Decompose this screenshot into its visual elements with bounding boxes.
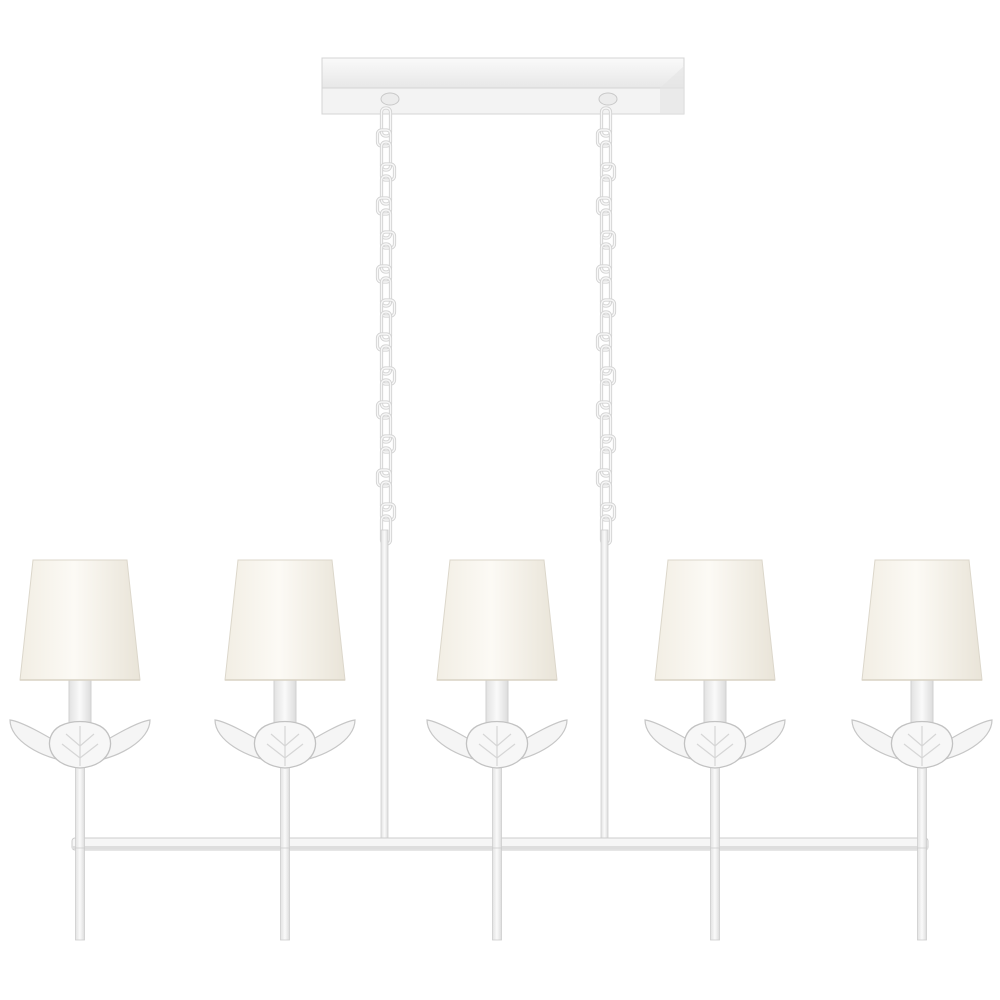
chain-link-highlight — [380, 447, 392, 477]
chain-link-highlight — [600, 413, 612, 443]
arm-stem — [75, 759, 85, 851]
lamp-shade — [19, 559, 141, 681]
chain-link-highlight — [600, 481, 612, 511]
arm-stem — [492, 759, 502, 851]
chain-link-highlight — [596, 401, 612, 419]
chain-link-highlight — [380, 277, 392, 307]
chain-link-highlight — [376, 129, 392, 147]
chain-link-highlight — [596, 333, 612, 351]
chain-link-highlight — [596, 129, 612, 147]
chain-link-highlight — [600, 379, 612, 409]
arm-leg — [280, 847, 290, 941]
chain-link-highlight — [600, 141, 612, 171]
chain-link-highlight — [376, 469, 392, 487]
chain-link-highlight — [380, 243, 392, 273]
chain-link-highlight — [600, 367, 616, 385]
chain-link-highlight — [600, 345, 612, 375]
chain-link-highlight — [596, 469, 612, 487]
leaf-veins — [266, 726, 304, 766]
leaf-veins — [478, 726, 516, 766]
chain-link-highlight — [600, 231, 616, 249]
leaf-veins — [903, 726, 941, 766]
chain-link-highlight — [380, 107, 392, 137]
chain-link-highlight — [600, 435, 616, 453]
light-arm — [644, 559, 786, 941]
arm-leg — [917, 847, 927, 941]
chain-link-highlight — [596, 265, 612, 283]
chain-link-highlight — [380, 345, 392, 375]
chain-right — [595, 106, 617, 546]
chain-link-highlight — [380, 503, 396, 521]
chain-link-highlight — [596, 197, 612, 215]
chain-link-highlight — [600, 107, 612, 137]
chain-link-highlight — [376, 197, 392, 215]
light-arm — [214, 559, 356, 941]
lamp-shade — [224, 559, 346, 681]
chain-left — [375, 106, 397, 546]
arm-stem — [917, 759, 927, 851]
chain-link-highlight — [600, 447, 612, 477]
chain-link-highlight — [600, 277, 612, 307]
light-arm — [426, 559, 568, 941]
arm-stem — [280, 759, 290, 851]
chain-link-highlight — [380, 299, 396, 317]
chain-link-highlight — [600, 175, 612, 205]
chain-link-highlight — [376, 265, 392, 283]
lamp-shade — [436, 559, 558, 681]
light-arm — [9, 559, 151, 941]
leaf-veins — [61, 726, 99, 766]
chain-link-highlight — [600, 503, 616, 521]
chain-link-highlight — [380, 163, 396, 181]
chain-link-highlight — [380, 311, 392, 341]
chain-link-highlight — [380, 435, 396, 453]
chain-link-highlight — [380, 413, 392, 443]
leaf-veins — [696, 726, 734, 766]
chain-link-highlight — [376, 333, 392, 351]
chain-link-highlight — [600, 163, 616, 181]
arm-leg — [75, 847, 85, 941]
chain-link-highlight — [380, 481, 392, 511]
chain-link-highlight — [600, 209, 612, 239]
arm-stem — [710, 759, 720, 851]
arm-leg — [492, 847, 502, 941]
light-arm — [851, 559, 993, 941]
chain-link-highlight — [380, 209, 392, 239]
chain-link-highlight — [380, 141, 392, 171]
chain-link-highlight — [376, 401, 392, 419]
ceiling-canopy — [321, 57, 685, 115]
lamp-shade — [861, 559, 983, 681]
chain-link-highlight — [380, 367, 396, 385]
chain-link-highlight — [600, 311, 612, 341]
chain-link-highlight — [380, 231, 396, 249]
lamp-shade — [654, 559, 776, 681]
chain-link-highlight — [600, 243, 612, 273]
chain-link-highlight — [380, 379, 392, 409]
chain-link-highlight — [600, 299, 616, 317]
light-arms — [9, 559, 993, 941]
chain-link-highlight — [380, 175, 392, 205]
arm-leg — [710, 847, 720, 941]
